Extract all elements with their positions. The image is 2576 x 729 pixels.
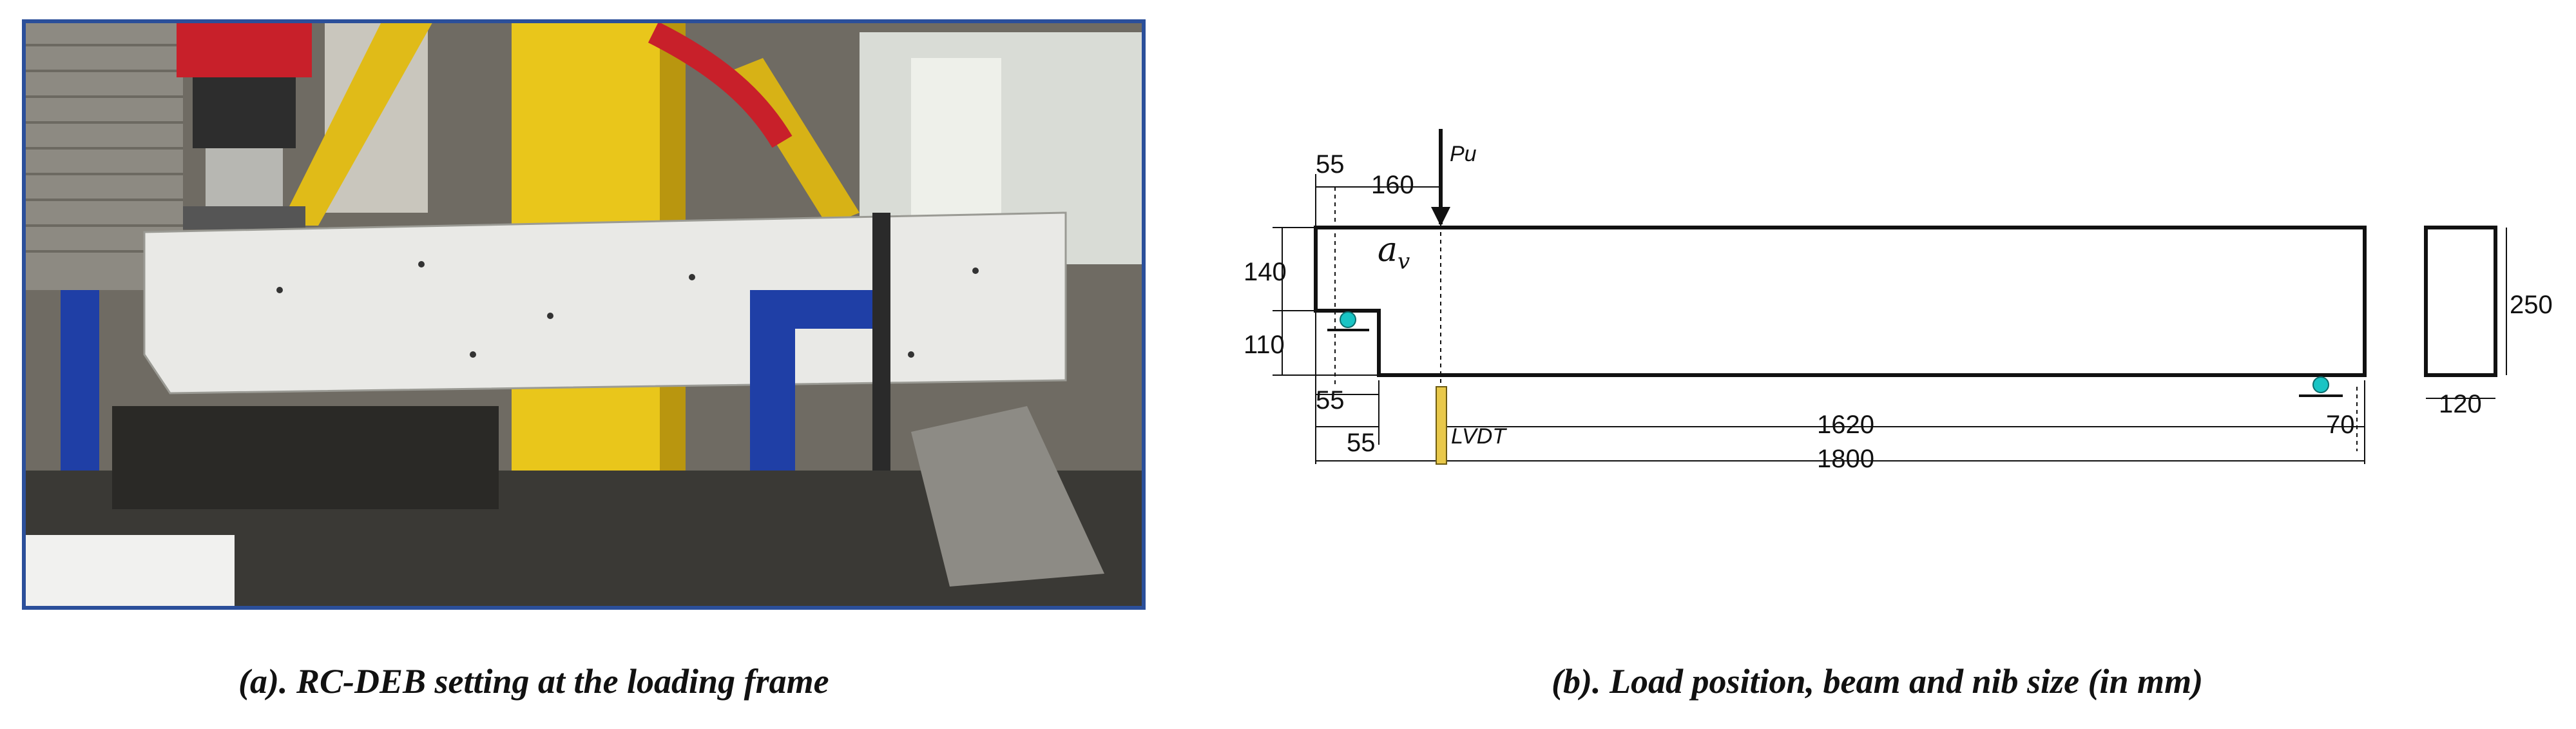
caption-diagram: (b). Load position, beam and nib size (i… — [1552, 662, 2204, 701]
beam-outline — [1314, 226, 2367, 377]
guide-lines — [1334, 187, 2358, 451]
test-setup-photo — [22, 19, 1146, 610]
support-block-right — [911, 406, 1104, 587]
lvdt-sensor — [1436, 386, 1447, 465]
right-support — [2299, 376, 2343, 397]
red-hose — [648, 21, 793, 148]
load-plate — [183, 206, 305, 229]
window-pane — [911, 58, 1001, 226]
dim-nib-to-lvdt: 55 — [1347, 429, 1376, 457]
shear-span-label: av — [1378, 231, 1410, 275]
photo-frame — [22, 19, 1146, 610]
left-support — [1327, 311, 1369, 331]
jack-body — [193, 77, 296, 148]
dim-support-offset: 70 — [2326, 411, 2355, 439]
beam-specimen — [143, 211, 1067, 394]
dim-section-depth: 250 — [2510, 291, 2553, 319]
lvdt-label: LVDT — [1451, 424, 1507, 449]
dim-load-offset: 160 — [1371, 171, 1414, 199]
dim-depth-at-nib: 110 — [1244, 331, 1285, 359]
caption-photo: (a). RC-DEB setting at the loading frame — [238, 662, 829, 701]
dim-total-length: 1800 — [1817, 445, 1874, 473]
yellow-brace — [280, 19, 434, 226]
load-cell — [206, 148, 283, 206]
dim-section-width: 120 — [2439, 390, 2482, 418]
shutter-slats — [22, 44, 183, 253]
white-block — [22, 535, 235, 610]
dim-main-span: 1620 — [1817, 411, 1874, 439]
dim-nib-top-width: 55 — [1316, 150, 1345, 179]
cross-section — [2424, 226, 2497, 377]
load-label: Pu — [1450, 142, 1477, 166]
dim-nib-height: 140 — [1244, 258, 1287, 286]
dim-nib-bottom-width: 55 — [1316, 386, 1345, 414]
support-block-left — [112, 406, 499, 509]
beam-marks — [276, 261, 979, 358]
jack-red — [177, 19, 312, 77]
extension-lines — [1273, 174, 2365, 464]
dimension-lines — [1282, 184, 2365, 462]
